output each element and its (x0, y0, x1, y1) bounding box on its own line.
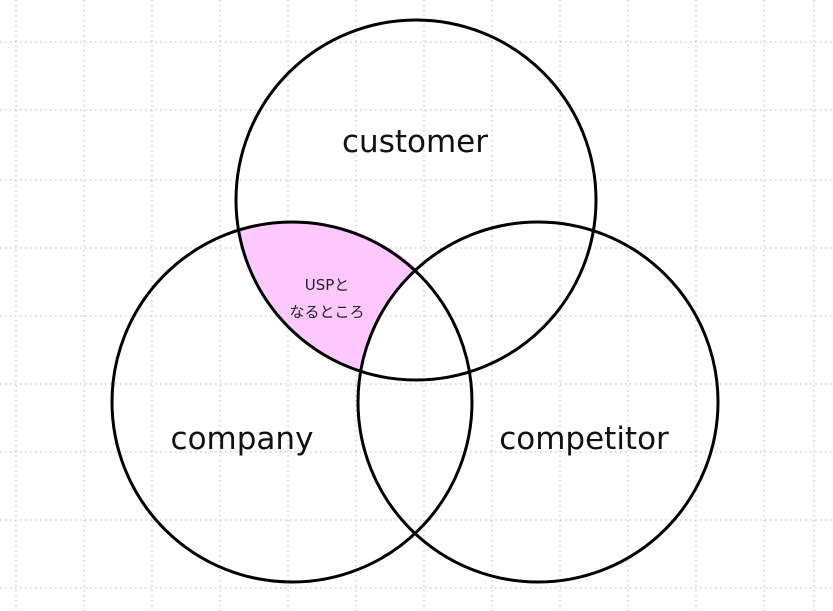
competitor-circle (356, 220, 720, 584)
company-circle (110, 220, 474, 584)
customer-label: customer (342, 124, 488, 160)
usp-label-line-1: USPと (305, 276, 350, 294)
usp-label-line-2: なるところ (289, 303, 364, 321)
customer-circle (234, 18, 598, 382)
competitor-label: competitor (499, 421, 669, 457)
company-label: company (171, 421, 314, 457)
usp-highlight-region (239, 221, 416, 371)
